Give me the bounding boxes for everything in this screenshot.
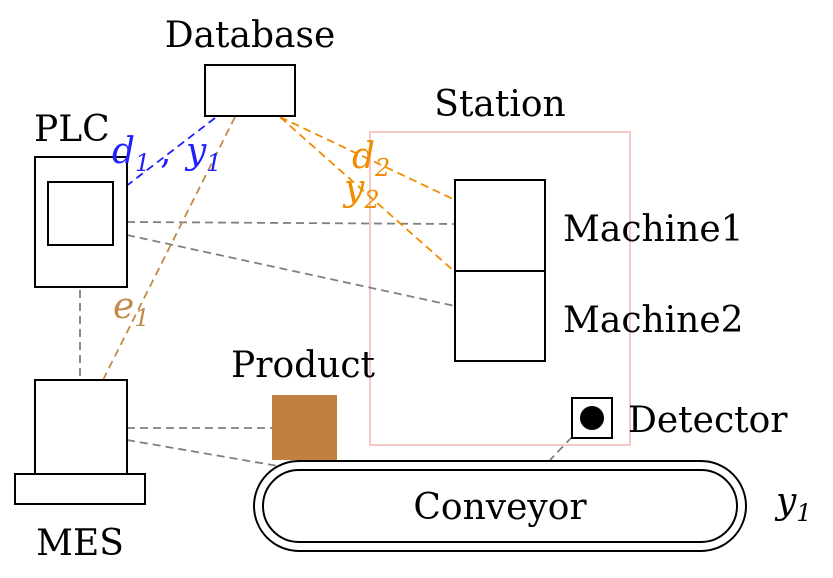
mes-label: MES (36, 523, 124, 564)
edge-label-y2: y2 (342, 168, 380, 214)
database-mes-link (102, 116, 236, 381)
database-box (204, 64, 296, 117)
conveyor-label: Conveyor (413, 487, 587, 528)
machine1-label: Machine1 (563, 209, 744, 250)
plc-machine1-link (126, 221, 456, 225)
edge-label-d2: d2 (352, 136, 390, 182)
edge-label-y1-plc: y1 (184, 131, 222, 177)
edge-label-d1: d1 (112, 131, 150, 177)
machine2-box (454, 270, 546, 362)
mes-monitor (34, 379, 128, 475)
mes-conveyor-link (126, 439, 279, 467)
detector-label: Detector (628, 400, 788, 441)
detector-sensor-icon (580, 406, 604, 430)
database-label: Database (165, 15, 336, 56)
detector-conveyor-link (549, 436, 573, 461)
edge-label-comma: , (160, 131, 171, 172)
conveyor-y1-label: y1 (774, 481, 812, 527)
database-plc-link (124, 117, 216, 188)
product-block (272, 395, 337, 460)
conveyor-outer (253, 460, 747, 552)
conveyor-inner (262, 469, 738, 543)
station-label: Station (434, 84, 565, 125)
edge-label-e1: e1 (113, 286, 150, 332)
plc-machine2-link (126, 234, 456, 307)
machine1-box (454, 179, 546, 272)
database-machine1-link (279, 116, 456, 201)
mes-base (14, 473, 146, 505)
machine2-label: Machine2 (563, 300, 744, 341)
product-label: Product (231, 345, 375, 386)
plc-screen (47, 181, 114, 246)
plc-label: PLC (34, 109, 110, 150)
